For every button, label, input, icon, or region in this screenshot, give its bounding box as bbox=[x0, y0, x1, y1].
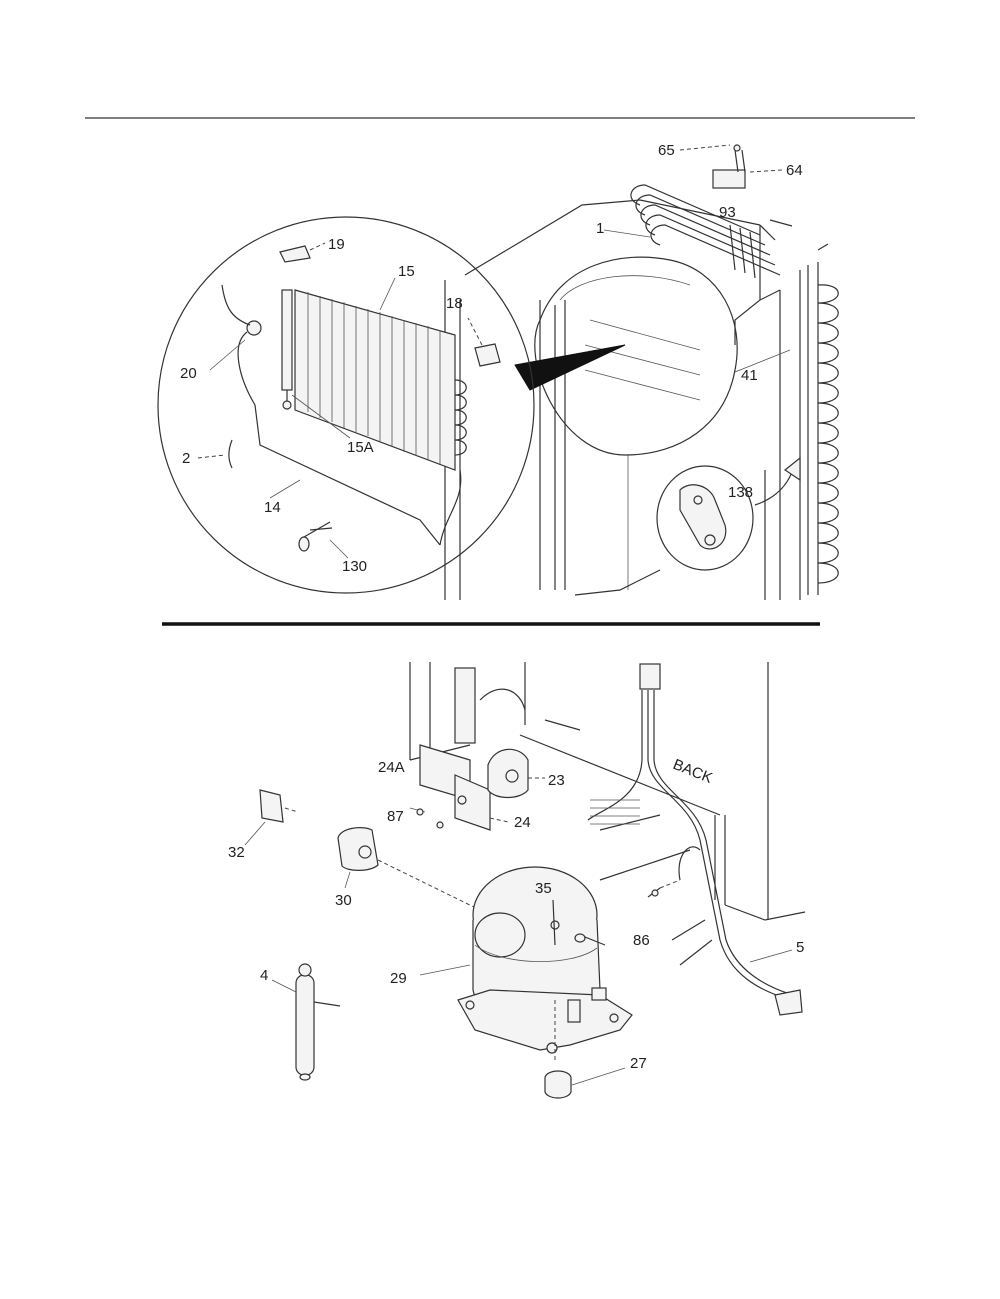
relay-bracket-group bbox=[409, 744, 545, 831]
label-4: 4 bbox=[260, 967, 268, 984]
part-30 bbox=[337, 827, 481, 911]
thermostat-inset-138 bbox=[656, 456, 801, 571]
label-18: 18 bbox=[446, 295, 463, 312]
label-27: 27 bbox=[630, 1055, 647, 1072]
cabinet-bottom-view bbox=[409, 662, 806, 921]
part-64-bracket bbox=[712, 144, 783, 189]
label-35: 35 bbox=[535, 880, 552, 897]
label-15A: 15A bbox=[347, 439, 374, 456]
part-4-drier bbox=[271, 963, 341, 1081]
label-14: 14 bbox=[264, 499, 281, 516]
label-24A: 24A bbox=[378, 759, 405, 776]
label-29: 29 bbox=[390, 970, 407, 987]
cabinet-back-view bbox=[444, 199, 801, 600]
label-64: 64 bbox=[786, 162, 803, 179]
part-86-screw bbox=[647, 879, 681, 898]
label-86: 86 bbox=[633, 932, 650, 949]
label-back: BACK bbox=[671, 756, 715, 787]
label-1: 1 bbox=[596, 220, 604, 237]
wire-harness bbox=[587, 663, 803, 1016]
condenser-coil-top bbox=[630, 184, 781, 279]
label-2: 2 bbox=[182, 450, 190, 467]
label-32: 32 bbox=[228, 844, 245, 861]
evaporator-fins bbox=[294, 289, 467, 471]
compressor bbox=[419, 866, 633, 1060]
label-138: 138 bbox=[728, 484, 753, 501]
label-24: 24 bbox=[514, 814, 531, 831]
condenser-coil-side bbox=[807, 262, 839, 595]
part-32 bbox=[244, 789, 299, 846]
label-93: 93 bbox=[719, 204, 736, 221]
label-30: 30 bbox=[335, 892, 352, 909]
label-20: 20 bbox=[180, 365, 197, 382]
label-65: 65 bbox=[658, 142, 675, 159]
part-27-grommet bbox=[544, 1067, 626, 1099]
evaporator-inset bbox=[157, 216, 535, 594]
label-41: 41 bbox=[741, 367, 758, 384]
label-23: 23 bbox=[548, 772, 565, 789]
label-5: 5 bbox=[796, 939, 804, 956]
label-87: 87 bbox=[387, 808, 404, 825]
label-130: 130 bbox=[342, 558, 367, 575]
label-15: 15 bbox=[398, 263, 415, 280]
label-19: 19 bbox=[328, 236, 345, 253]
